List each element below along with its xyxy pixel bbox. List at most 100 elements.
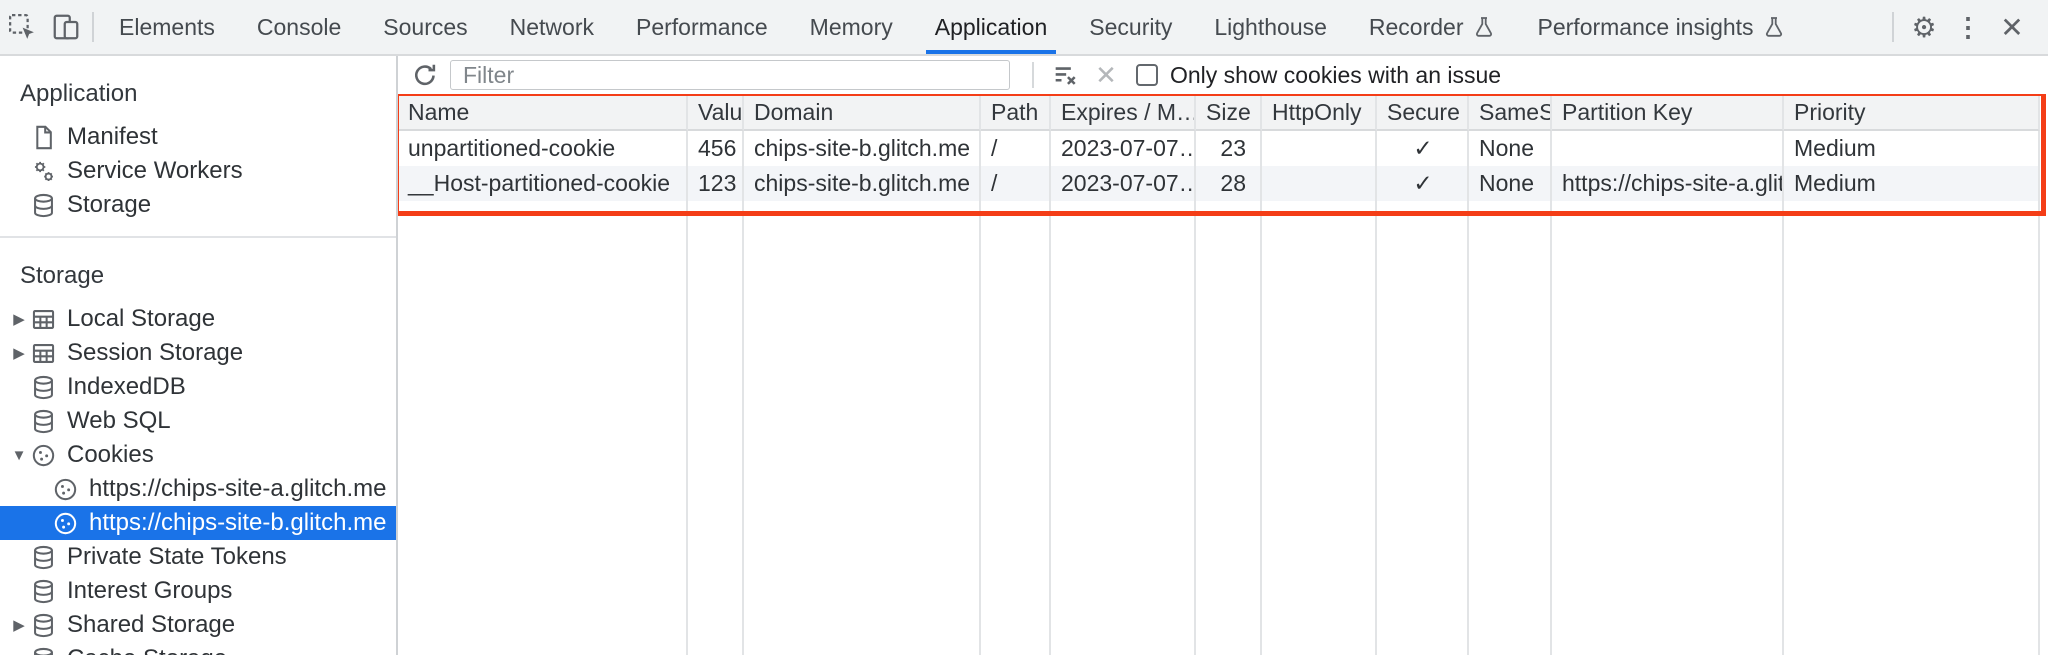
database-icon bbox=[30, 646, 57, 655]
cookies-toolbar: ✕ Only show cookies with an issue bbox=[398, 56, 2048, 94]
cookie-row-host-partitioned[interactable]: __Host-partitioned-cookie 123 chips-site… bbox=[398, 166, 2040, 201]
toolbar-divider bbox=[92, 12, 94, 42]
close-devtools-button[interactable]: ✕ bbox=[1990, 11, 2034, 44]
collapse-triangle-icon[interactable]: ▼ bbox=[11, 446, 27, 464]
expand-triangle-icon[interactable]: ▶ bbox=[13, 311, 25, 328]
clear-all-icon bbox=[1054, 67, 1076, 86]
cell-domain[interactable]: chips-site-b.glitch.me bbox=[744, 166, 981, 201]
tab-security[interactable]: Security bbox=[1089, 13, 1173, 40]
toolbar-divider bbox=[1892, 12, 1894, 42]
cell-priority[interactable]: Medium bbox=[1784, 131, 2040, 166]
cell-domain[interactable]: chips-site-b.glitch.me bbox=[744, 131, 981, 166]
cell-expires[interactable]: 2023-07-07… bbox=[1051, 166, 1196, 201]
column-header-priority[interactable]: Priority bbox=[1784, 96, 2040, 131]
toolbar-divider bbox=[1032, 62, 1034, 88]
expand-triangle-icon[interactable]: ▶ bbox=[13, 345, 25, 362]
delete-x-icon: ✕ bbox=[1095, 59, 1117, 90]
sidebar-item-cache-storage[interactable]: Cache Storage bbox=[0, 642, 396, 655]
tab-performance-insights[interactable]: Performance insights bbox=[1517, 0, 1807, 54]
cell-value[interactable]: 123 bbox=[688, 166, 744, 201]
cell-httponly[interactable] bbox=[1262, 166, 1377, 201]
column-header-partition-key[interactable]: Partition Key bbox=[1552, 96, 1784, 131]
cell-path[interactable]: / bbox=[981, 131, 1051, 166]
cell-secure-checkmark[interactable]: ✓ bbox=[1377, 131, 1469, 166]
refresh-button[interactable] bbox=[404, 61, 446, 89]
application-panel-sidebar: Application Manifest Service Workers Sto… bbox=[0, 56, 398, 655]
sidebar-item-indexeddb[interactable]: IndexedDB bbox=[0, 370, 396, 404]
tab-sources[interactable]: Sources bbox=[383, 13, 468, 40]
cell-partition-key[interactable] bbox=[1552, 131, 1784, 166]
sidebar-item-cookies[interactable]: ▼ Cookies bbox=[0, 438, 396, 472]
tab-memory[interactable]: Memory bbox=[809, 13, 893, 40]
cell-expires[interactable]: 2023-07-07… bbox=[1051, 131, 1196, 166]
column-header-samesite[interactable]: SameSite bbox=[1469, 96, 1552, 131]
more-options-button[interactable]: ⋮ bbox=[1946, 12, 1990, 43]
cookie-icon bbox=[52, 510, 79, 537]
experiment-flask-icon bbox=[1475, 17, 1492, 37]
tab-lighthouse[interactable]: Lighthouse bbox=[1214, 13, 1327, 40]
column-header-name[interactable]: Name bbox=[398, 96, 688, 131]
gear-icon: ⚙ bbox=[1911, 11, 1937, 43]
sidebar-item-interest-groups[interactable]: Interest Groups bbox=[0, 574, 396, 608]
tab-network[interactable]: Network bbox=[509, 13, 594, 40]
sidebar-item-storage[interactable]: Storage bbox=[0, 188, 396, 222]
tab-application[interactable]: Application bbox=[914, 0, 1069, 54]
issue-filter-checkbox[interactable] bbox=[1136, 64, 1158, 86]
sidebar-item-web-sql[interactable]: Web SQL bbox=[0, 404, 396, 438]
column-header-domain[interactable]: Domain bbox=[744, 96, 981, 131]
service-workers-gears-icon bbox=[30, 158, 57, 185]
column-header-path[interactable]: Path bbox=[981, 96, 1051, 131]
inspect-icon bbox=[9, 14, 35, 40]
cell-name[interactable]: __Host-partitioned-cookie bbox=[398, 166, 688, 201]
cell-samesite[interactable]: None bbox=[1469, 166, 1552, 201]
table-grid-icon bbox=[30, 340, 57, 367]
column-header-expires[interactable]: Expires / M… bbox=[1051, 96, 1196, 131]
cell-httponly[interactable] bbox=[1262, 131, 1377, 166]
database-icon bbox=[30, 612, 57, 639]
sidebar-item-private-state-tokens[interactable]: Private State Tokens bbox=[0, 540, 396, 574]
column-header-size[interactable]: Size bbox=[1196, 96, 1262, 131]
cell-priority[interactable]: Medium bbox=[1784, 166, 2040, 201]
cookies-panel: ✕ Only show cookies with an issue Nam bbox=[398, 56, 2048, 655]
sidebar-section-application: Application bbox=[20, 80, 138, 107]
sidebar-item-cookies-chips-site-b[interactable]: https://chips-site-b.glitch.me bbox=[0, 506, 396, 540]
cell-size[interactable]: 23 bbox=[1196, 131, 1262, 166]
expand-triangle-icon[interactable]: ▶ bbox=[13, 617, 25, 634]
manifest-document-icon bbox=[30, 124, 57, 151]
filter-input[interactable] bbox=[450, 60, 1010, 90]
table-grid-icon bbox=[30, 306, 57, 333]
tab-console[interactable]: Console bbox=[256, 13, 342, 40]
tab-performance[interactable]: Performance bbox=[636, 13, 768, 40]
cell-partition-key[interactable]: https://chips-site-a.glitch.me bbox=[1552, 166, 1784, 201]
tab-elements[interactable]: Elements bbox=[119, 13, 215, 40]
cookie-row-unpartitioned[interactable]: unpartitioned-cookie 456 chips-site-b.gl… bbox=[398, 131, 2040, 166]
sidebar-item-session-storage[interactable]: ▶ Session Storage bbox=[0, 336, 396, 370]
topbar-right-controls: ⚙ ⋮ ✕ bbox=[1884, 0, 2048, 54]
settings-button[interactable]: ⚙ bbox=[1902, 11, 1946, 44]
cell-value[interactable]: 456 bbox=[688, 131, 744, 166]
cell-name[interactable]: unpartitioned-cookie bbox=[398, 131, 688, 166]
cookies-table-area: Name Value Domain Path Expires / M… Size… bbox=[398, 94, 2048, 655]
sidebar-item-manifest[interactable]: Manifest bbox=[0, 120, 396, 154]
sidebar-item-cookies-chips-site-a[interactable]: https://chips-site-a.glitch.me bbox=[0, 472, 396, 506]
inspect-element-button[interactable] bbox=[0, 0, 44, 54]
toggle-device-toolbar-button[interactable] bbox=[44, 0, 88, 54]
kebab-menu-icon: ⋮ bbox=[1955, 11, 1981, 42]
sidebar-item-service-workers[interactable]: Service Workers bbox=[0, 154, 396, 188]
clear-all-cookies-button[interactable] bbox=[1044, 61, 1086, 89]
column-header-httponly[interactable]: HttpOnly bbox=[1262, 96, 1377, 131]
database-icon bbox=[30, 408, 57, 435]
sidebar-item-local-storage[interactable]: ▶ Local Storage bbox=[0, 302, 396, 336]
cell-samesite[interactable]: None bbox=[1469, 131, 1552, 166]
column-header-value[interactable]: Value bbox=[688, 96, 744, 131]
tab-recorder[interactable]: Recorder bbox=[1348, 0, 1517, 54]
database-icon bbox=[30, 578, 57, 605]
sidebar-section-divider bbox=[0, 236, 396, 238]
cell-size[interactable]: 28 bbox=[1196, 166, 1262, 201]
delete-selected-button[interactable]: ✕ bbox=[1086, 60, 1126, 91]
column-header-secure[interactable]: Secure bbox=[1377, 96, 1469, 131]
sidebar-section-storage: Storage bbox=[20, 262, 105, 289]
cell-path[interactable]: / bbox=[981, 166, 1051, 201]
cell-secure-checkmark[interactable]: ✓ bbox=[1377, 166, 1469, 201]
sidebar-item-shared-storage[interactable]: ▶ Shared Storage bbox=[0, 608, 396, 642]
